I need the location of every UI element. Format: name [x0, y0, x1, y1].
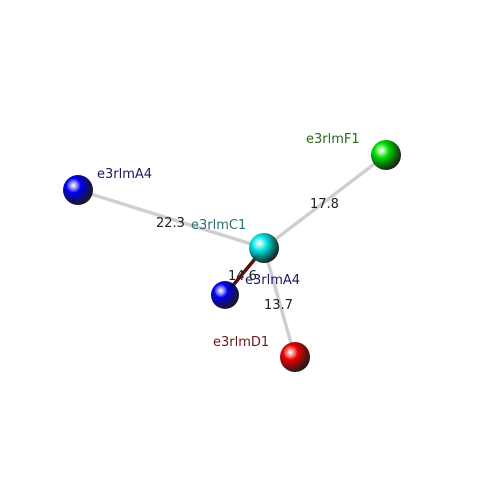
node-c1-sphere[interactable] [249, 233, 279, 263]
node-a4-left-label: e3rlmA4 [97, 167, 152, 182]
edge-line [76, 188, 266, 250]
edge-c1-d1 [262, 246, 297, 359]
edge-distance-label: 22.3 [156, 216, 185, 231]
edge-distance-label: 14.6 [228, 269, 257, 284]
edge-line [262, 153, 388, 250]
edge-c1-a4-left [76, 188, 266, 250]
node-a4-center-label: e3rlmA4 [245, 273, 300, 288]
edge-c1-f1 [262, 153, 388, 250]
node-d1-label: e3rlmD1 [213, 335, 269, 350]
node-a4-center-sphere[interactable] [211, 281, 239, 309]
edge-distance-label: 17.8 [310, 197, 339, 212]
node-a4-left-sphere[interactable] [63, 175, 93, 205]
edge-distance-label: 13.7 [264, 298, 293, 313]
node-f1-sphere[interactable] [371, 140, 401, 170]
node-c1-label: e3rlmC1 [191, 218, 246, 233]
edge-line [262, 246, 297, 359]
node-f1-label: e3rlmF1 [306, 132, 360, 147]
node-d1-sphere[interactable] [280, 342, 310, 372]
